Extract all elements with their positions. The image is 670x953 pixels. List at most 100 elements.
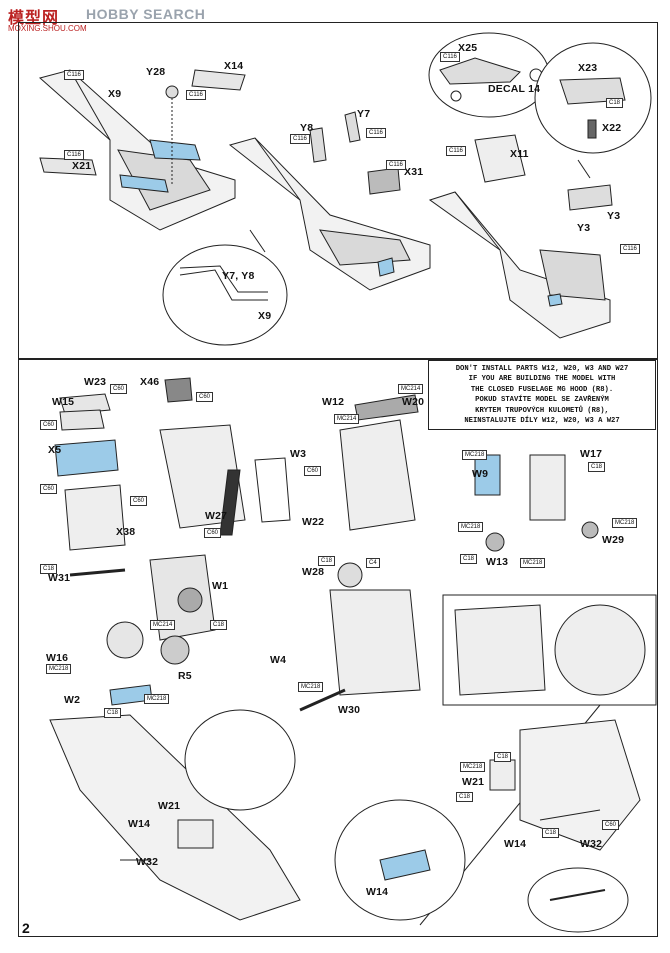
part-label: W2	[64, 694, 81, 706]
color-tag: C60	[40, 420, 58, 430]
color-tag: MC214	[398, 384, 424, 394]
color-tag: C18	[318, 556, 336, 566]
part-label: W9	[472, 468, 489, 480]
fuselage-left	[49, 709, 301, 921]
installation-note: DON'T INSTALL PARTS W12, W20, W3 AND W27…	[428, 360, 656, 430]
part-label: Y3	[577, 222, 591, 234]
color-tag: C116	[440, 52, 460, 62]
color-tag: C116	[386, 160, 406, 170]
section-divider	[18, 358, 658, 360]
part-label: X5	[48, 444, 62, 456]
color-tag: C116	[186, 90, 206, 100]
color-tag: C18	[494, 752, 512, 762]
color-tag: C60	[130, 496, 148, 506]
note-line: THE CLOSED FUSELAGE MG HOOD (R8).	[470, 385, 614, 394]
color-tag: C18	[210, 620, 228, 630]
part-label: X11	[510, 148, 529, 160]
part-label: X38	[116, 526, 136, 538]
color-tag: MC218	[520, 558, 546, 568]
watermark-search: HOBBY SEARCH	[86, 6, 206, 22]
color-tag: C18	[104, 708, 122, 718]
color-tag: MC218	[460, 762, 486, 772]
w17-assembly	[474, 454, 599, 552]
page-frame	[18, 22, 658, 937]
panel-stack	[54, 393, 126, 551]
part-label: X25	[458, 42, 478, 54]
instrument-panel	[159, 377, 291, 536]
part-label: W32	[580, 838, 603, 850]
color-tag: C18	[588, 462, 606, 472]
note-line: IF YOU ARE BUILDING THE MODEL WITH	[468, 375, 616, 383]
cockpit-floor-2	[228, 111, 431, 291]
cockpit-floor-3	[428, 134, 611, 339]
note-line: POKUD STAVÍTE MODEL SE ZAVŘENÝM	[475, 396, 609, 404]
color-tag: C116	[64, 150, 84, 160]
part-label: W31	[48, 572, 71, 584]
page-number: 2	[22, 920, 30, 936]
color-tag: MC218	[144, 694, 170, 704]
note-line: DON'T INSTALL PARTS W12, W20, W3 AND W27	[455, 364, 629, 373]
part-label: Y3	[607, 210, 621, 222]
part-label: Y7, Y8	[222, 270, 255, 282]
part-label: X22	[602, 122, 622, 134]
color-tag: MC218	[458, 522, 484, 532]
part-label: W13	[486, 556, 509, 568]
color-tag: C18	[606, 98, 624, 108]
part-label: W27	[205, 510, 228, 522]
watermark-site: MOXING.SHOU.COM	[8, 24, 87, 33]
color-tag: C116	[446, 146, 466, 156]
part-label: W14	[504, 838, 527, 850]
part-label: X46	[140, 376, 160, 388]
part-label: W1	[212, 580, 229, 592]
part-label: W14	[128, 818, 151, 830]
color-tag: C60	[40, 484, 58, 494]
color-tag: MC214	[150, 620, 176, 630]
color-tag: C18	[542, 828, 560, 838]
part-label: W16	[46, 652, 69, 664]
part-label: W4	[270, 654, 287, 666]
part-label: W21	[462, 776, 485, 788]
part-label: R5	[178, 670, 192, 682]
cockpit-floor-1	[38, 69, 246, 231]
color-tag: C18	[460, 554, 478, 564]
color-tag: MC218	[462, 450, 488, 460]
color-tag: C4	[366, 558, 380, 568]
part-label: X31	[404, 166, 424, 178]
color-tag: C116	[64, 70, 84, 80]
part-label: W21	[158, 800, 181, 812]
color-tag: MC218	[612, 518, 638, 528]
part-label: W15	[52, 396, 75, 408]
note-line: NEINSTALUJTE DÍLY W12, W20, W3 A W27	[464, 417, 620, 425]
part-label: X21	[72, 160, 92, 172]
color-tag: C18	[40, 564, 58, 574]
color-tag: C116	[366, 128, 386, 138]
color-tag: MC214	[334, 414, 360, 424]
part-label: X14	[224, 60, 244, 72]
color-tag: C18	[456, 792, 474, 802]
color-tag: C116	[290, 134, 310, 144]
part-label: W12	[322, 396, 345, 408]
part-label: W29	[602, 534, 625, 546]
part-label: Y7	[357, 108, 371, 120]
color-tag: C60	[196, 392, 214, 402]
part-label: W17	[580, 448, 603, 460]
part-label: DECAL 14	[488, 83, 541, 95]
color-tag: C116	[620, 244, 640, 254]
part-label: W20	[402, 396, 425, 408]
part-label: W28	[302, 566, 325, 578]
part-label: X9	[108, 88, 122, 100]
part-label: W14	[366, 886, 389, 898]
part-label: X9	[258, 310, 272, 322]
rear-bulkhead	[299, 562, 421, 712]
color-tag: C60	[204, 528, 222, 538]
part-label: X23	[578, 62, 598, 74]
color-tag: MC218	[298, 682, 324, 692]
part-label: W23	[84, 376, 107, 388]
part-label: W22	[302, 516, 325, 528]
color-tag: C60	[304, 466, 322, 476]
color-tag: C60	[602, 820, 620, 830]
seat-back	[69, 554, 216, 706]
color-tag: MC218	[46, 664, 72, 674]
note-line: KRYTEM TRUPOVÝCH KULOMETŮ (R8),	[475, 406, 609, 415]
